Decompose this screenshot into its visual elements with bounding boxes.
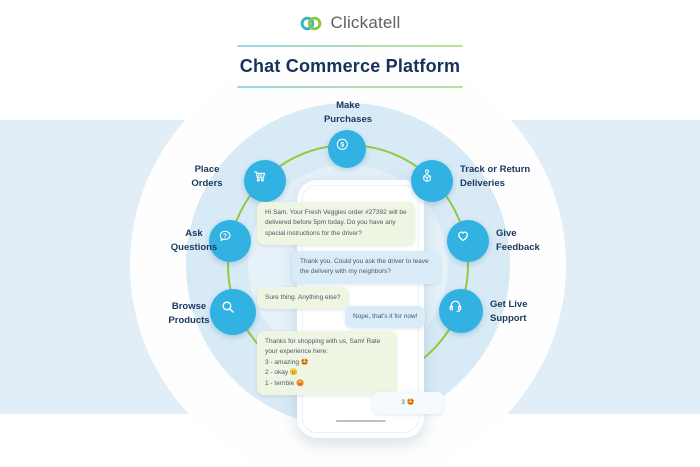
chat-bubble-bot: Sure thing. Anything else? [257, 287, 349, 310]
dollar-icon: $ [335, 137, 359, 161]
get-live-support-label: Get Live Support [490, 299, 528, 324]
make-purchases-label: Make Purchases [323, 100, 373, 125]
chat-bubble-user: Nope, that's it for now! [345, 306, 426, 329]
track-return-label: Track or Return Deliveries [460, 164, 531, 189]
headset-icon [447, 297, 474, 324]
give-feedback-label: Give Feedback [496, 228, 540, 253]
make-purchases-node: $ [328, 130, 366, 168]
chat-bubble-user-rating: 3 🤩 [372, 392, 444, 415]
clickatell-logo-text: Clickatell [330, 13, 401, 32]
ask-questions-label: Ask Questions [170, 228, 218, 253]
question-bubble-icon: ? [217, 228, 243, 254]
give-feedback-node [447, 220, 489, 262]
search-icon [219, 298, 248, 327]
clickatell-logo-icon [299, 14, 323, 33]
place-orders-label: Place Orders [191, 164, 223, 189]
browse-products-label: Browse Products [168, 301, 210, 326]
place-orders-node [244, 160, 286, 202]
bottom-divider [237, 86, 463, 88]
chat-bubble-bot: Hi Sam. Your Fresh Veggies order #27392 … [257, 202, 415, 246]
get-live-support-node [439, 289, 483, 333]
chat-bubble-bot: Thanks for shopping with us, Sam! Rate y… [257, 331, 397, 395]
home-indicator [335, 420, 386, 422]
svg-text:$: $ [341, 142, 345, 149]
svg-text:?: ? [223, 233, 227, 240]
page-title: Chat Commerce Platform [239, 56, 461, 76]
cart-icon [252, 168, 278, 194]
track-return-deliveries-node [411, 160, 453, 202]
heart-icon [455, 228, 481, 254]
ask-questions-node: ? [209, 220, 251, 262]
browse-products-node [210, 289, 256, 335]
top-divider [237, 45, 463, 47]
package-icon [419, 168, 445, 194]
clickatell-logo: Clickatell [0, 13, 700, 33]
chat-bubble-user: Thank you. Could you ask the driver to l… [292, 251, 440, 284]
